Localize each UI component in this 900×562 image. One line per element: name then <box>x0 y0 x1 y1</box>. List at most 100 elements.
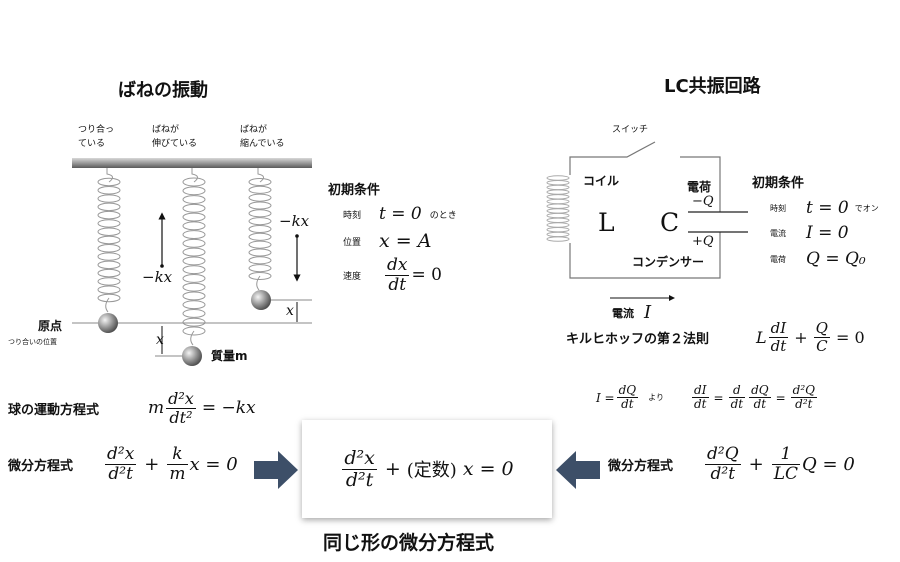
current-text: 電流 <box>612 306 634 320</box>
eq-term: = 0 <box>835 327 865 347</box>
denominator: C <box>816 336 828 355</box>
numerator: d²x <box>342 446 377 470</box>
equation-label: 微分方程式 <box>8 458 74 474</box>
spring-icon <box>97 168 121 313</box>
denominator: d²t <box>710 463 736 484</box>
coil-turn <box>546 203 570 209</box>
coil-turn <box>546 222 570 228</box>
mass-label: 質量m <box>211 349 248 363</box>
spring-initial-title: 初期条件 <box>328 183 381 198</box>
x-label-stretched: x <box>156 332 164 348</box>
row-label: 位置 <box>343 237 362 248</box>
eq-term: x = 0 <box>462 458 514 480</box>
force-label-stretched: −kx <box>142 268 173 286</box>
row-label: 電流 <box>770 228 786 238</box>
coil-icon <box>546 175 570 242</box>
eq-term: + <box>144 453 160 475</box>
caption: 同じ形の微分方程式 <box>323 532 495 554</box>
lc-initial-title: 初期条件 <box>752 176 805 191</box>
charge-label: 電荷 <box>687 180 712 194</box>
coil-label: コイル <box>583 174 620 188</box>
row-label: 時刻 <box>343 210 362 221</box>
inductor-symbol: L <box>598 208 615 237</box>
eq-term: m <box>148 398 165 419</box>
force-label-compressed: −kx <box>279 212 310 230</box>
row-expr: Q = Q₀ <box>806 249 866 269</box>
coil-turn <box>546 231 570 238</box>
spring-title: ばねの振動 <box>118 80 208 101</box>
ball-equilibrium <box>98 313 118 333</box>
numerator: d²Q <box>705 444 741 465</box>
equation-label: 球の運動方程式 <box>8 402 100 418</box>
state-line: ている <box>78 139 106 149</box>
eq-term: + <box>794 327 808 347</box>
numerator: dI <box>691 383 709 399</box>
eq-term: = <box>713 390 724 405</box>
row-expr: t = 0 <box>379 204 422 224</box>
relation-note: より <box>648 393 664 403</box>
denominator: m <box>169 463 186 484</box>
numerator: d <box>728 383 746 399</box>
equation-label: キルヒホッフの第２法則 <box>566 331 710 347</box>
coil-turn <box>546 208 570 214</box>
coil-turn <box>546 194 570 200</box>
denominator: dt <box>730 397 744 412</box>
eq-term: x = 0 <box>189 453 238 475</box>
spring-icon <box>248 168 272 291</box>
numerator: dQ <box>749 383 771 399</box>
row-note: でオン <box>854 203 879 213</box>
eq-term: + <box>384 458 401 480</box>
row-label: 速度 <box>343 271 362 282</box>
denominator: dt <box>621 397 634 412</box>
origin-sublabel: つり合いの位置 <box>8 338 57 346</box>
numerator: d²Q <box>790 383 818 399</box>
capacitor-symbol: C <box>660 208 680 237</box>
lc-initial-charge: 電荷 Q = Q₀ <box>770 249 866 269</box>
numerator: d²x <box>166 389 196 409</box>
state-line: 伸びている <box>152 139 198 149</box>
equation-label: 微分方程式 <box>608 458 674 474</box>
state-label-stretched: ばねが伸びている <box>152 123 197 151</box>
state-line: つり合っ <box>78 125 115 135</box>
numerator: dI <box>768 320 789 338</box>
denominator: dt <box>753 397 767 412</box>
denominator: d²t <box>108 463 133 484</box>
denominator: LC <box>773 463 799 484</box>
lc-title: LC共振回路 <box>664 76 761 97</box>
denominator: dt <box>770 336 787 355</box>
numerator: dx <box>385 255 410 276</box>
x-label-compressed: x <box>286 303 294 319</box>
force-arrow-dot <box>160 264 164 268</box>
numerator: k <box>167 445 188 465</box>
row-label: 時刻 <box>770 203 786 213</box>
coil-turn <box>546 180 570 186</box>
state-label-compressed: ばねが縮んでいる <box>240 123 285 151</box>
current-symbol: I <box>644 302 652 323</box>
ball-compressed <box>251 290 271 310</box>
state-line: ばねが <box>152 125 180 135</box>
row-label: 電荷 <box>770 254 786 264</box>
plus-q-label: +Q <box>692 234 714 249</box>
eq-term: Q = 0 <box>802 453 855 475</box>
state-line: 縮んでいる <box>240 139 285 149</box>
eq-term: = <box>775 390 786 405</box>
denominator: dt <box>693 397 707 412</box>
numerator: Q <box>813 319 830 338</box>
state-label-equilibrium: つり合っている <box>78 123 114 151</box>
